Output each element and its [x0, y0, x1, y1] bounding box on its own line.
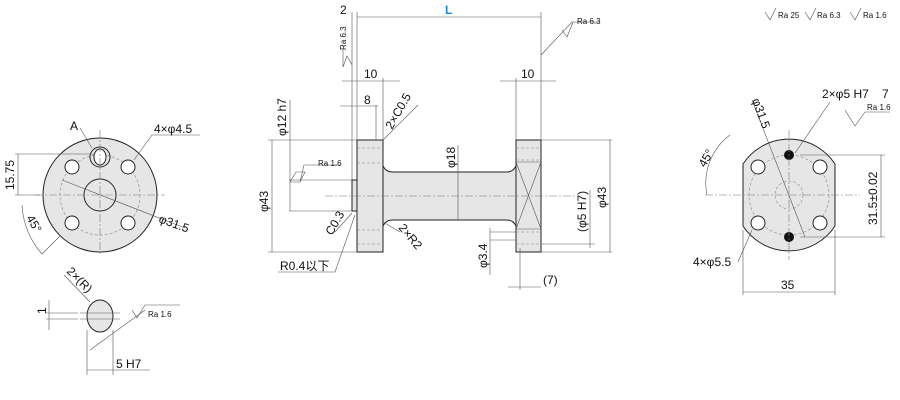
corner-label: R0.4以下	[280, 259, 329, 273]
detail-a-view: 1 2×(R) 5 H7 Ra 1.6	[35, 264, 180, 375]
rear-pcd-label: φ31.5	[749, 96, 773, 130]
pcd-label: φ31.5	[157, 212, 191, 236]
roughness-right: Ra 6.3	[577, 17, 601, 26]
rear-width-label: 35	[781, 278, 795, 292]
pin-depth-label: 7	[882, 87, 889, 101]
roughness-left: Ra 6.3	[339, 26, 348, 50]
rear-angle-label: 45°	[695, 147, 716, 170]
hole-dia-label: φ3.4	[476, 243, 490, 268]
bore-label: (φ5 H7)	[575, 191, 589, 232]
width-label: 5 H7	[116, 357, 142, 371]
roughness-paren-1: Ra 6.3	[817, 11, 841, 20]
chamfer-small-label: C0.3	[322, 208, 347, 237]
outer-dia-left-label: φ43	[257, 191, 271, 212]
label-a: A	[70, 119, 78, 133]
flange-right-label: 10	[521, 67, 535, 81]
roughness-general: Ra 25	[778, 11, 800, 20]
pitch-label: 31.5±0.02	[866, 171, 880, 225]
step-label: 2	[340, 3, 347, 17]
front-view: A 4×φ4.5 φ31.5 15.75 45°	[3, 119, 200, 255]
roughness-paren-2: Ra 1.6	[863, 11, 887, 20]
spigot-len-label: 8	[364, 93, 371, 107]
chamfer-label: 2×C0.5	[382, 90, 414, 131]
angle-label: 45°	[23, 213, 44, 236]
offset-label: 15.75	[3, 160, 17, 190]
rear-holes-label: 4×φ5.5	[693, 255, 731, 269]
shaft-dia-label: φ18	[444, 147, 458, 168]
hole-depth-label: (7)	[543, 273, 558, 287]
spigot-dia-label: φ12 h7	[275, 98, 289, 136]
length-label: L	[445, 3, 452, 17]
holes-label: 4×φ4.5	[154, 122, 192, 136]
pin-holes-label: 2×φ5 H7	[822, 87, 869, 101]
roughness-label: Ra 1.6	[148, 310, 172, 319]
side-view: L 2 Ra 6.3 Ra 6.3 10 10 8 2×C0.5 φ12 h7 …	[257, 3, 612, 290]
outer-dia-right-label: φ43	[595, 187, 609, 208]
rear-view: Ra 25 Ra 6.3 Ra 1.6 2×φ5 H7 7 Ra 1.6 φ31…	[693, 7, 891, 295]
fillet-label: 2×R2	[396, 221, 426, 252]
roughness-pin: Ra 1.6	[867, 103, 891, 112]
depth-label: 1	[35, 307, 49, 314]
flange-left-label: 10	[364, 67, 378, 81]
roughness-spigot: Ra 1.6	[318, 159, 342, 168]
